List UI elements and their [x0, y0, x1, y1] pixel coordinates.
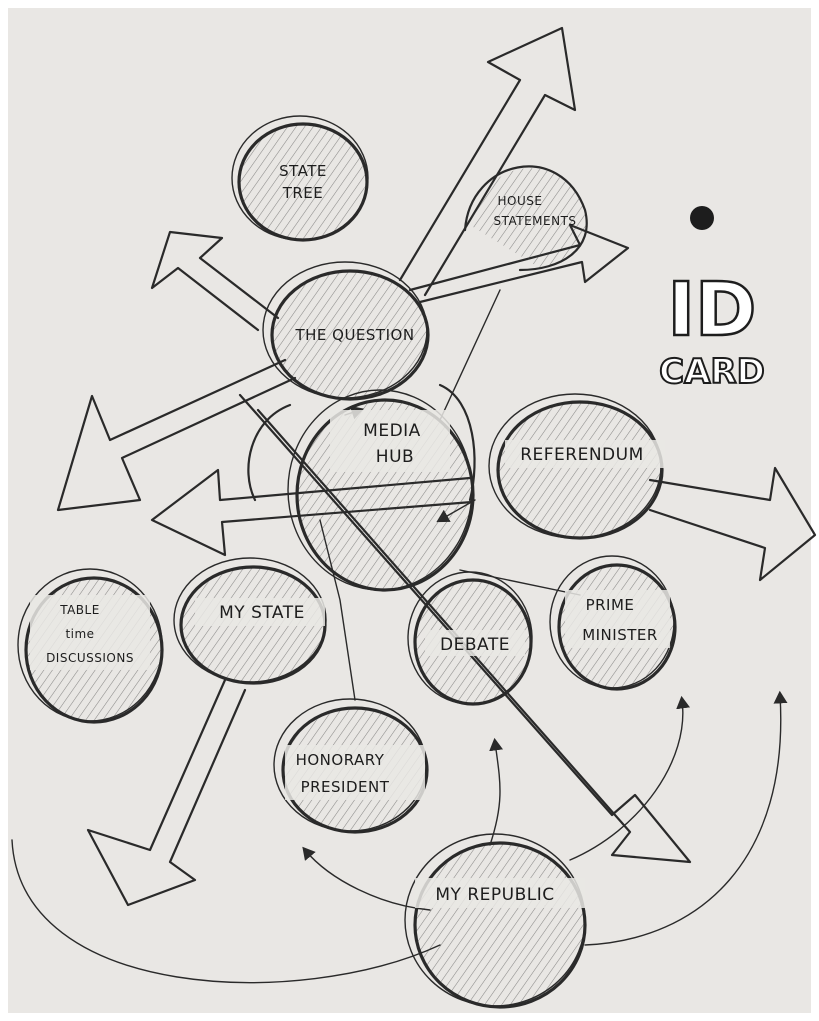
arrow-up-right — [398, 26, 577, 297]
logo-id-text: ID — [668, 267, 757, 353]
media-hub-label-line2: HUB — [376, 447, 414, 467]
state-tree-label-line2: TREE — [282, 184, 324, 202]
id-card-logo: ID CARD — [658, 206, 766, 393]
prime-minister-label-line2: MINISTER — [582, 626, 658, 644]
node-table-time-discussions: TABLE time DISCUSSIONS — [17, 568, 164, 724]
debate-label: DEBATE — [440, 635, 510, 655]
state-tree-label-line1: STATE — [279, 162, 327, 180]
honorary-president-label-line1: HONORARY — [296, 751, 385, 769]
logo-card-text: CARD — [659, 352, 765, 392]
node-debate: DEBATE — [407, 571, 533, 706]
node-honorary-president: HONORARY PRESIDENT — [273, 698, 429, 834]
node-media-hub: MEDIA HUB — [287, 389, 475, 592]
the-question-label: THE QUESTION — [294, 326, 414, 344]
honorary-president-label-line2: PRESIDENT — [301, 778, 390, 796]
table-time-label-line1: TABLE — [59, 603, 100, 617]
house-statements-label-line1: HOUSE — [498, 194, 543, 208]
outward-arrows — [56, 26, 817, 907]
table-time-label-line3: DISCUSSIONS — [46, 651, 134, 665]
referendum-label: REFERENDUM — [520, 445, 644, 465]
node-my-republic: MY REPUBLIC — [404, 833, 587, 1009]
node-referendum: REFERENDUM — [488, 393, 665, 540]
arrow-left-middle — [150, 468, 474, 557]
node-house-statements: HOUSE STATEMENTS — [463, 165, 588, 272]
my-republic-label: MY REPUBLIC — [435, 885, 554, 905]
arrow-up-left — [150, 230, 280, 332]
node-prime-minister: PRIME MINISTER — [549, 555, 677, 691]
node-state-tree: STATE TREE — [231, 115, 369, 242]
table-time-label-line2: time — [65, 627, 94, 641]
arrow-down-left — [86, 678, 247, 907]
node-my-state: MY STATE — [173, 557, 327, 685]
prime-minister-label-line1: PRIME — [586, 596, 635, 614]
media-hub-label-line1: MEDIA — [363, 421, 421, 441]
my-state-label: MY STATE — [219, 603, 305, 623]
house-statements-label-line2: STATEMENTS — [493, 214, 576, 228]
arrow-down-right — [238, 393, 692, 864]
node-the-question: THE QUESTION — [262, 261, 430, 401]
arrow-left — [56, 358, 297, 512]
logo-dot — [690, 206, 714, 230]
arrow-right — [648, 466, 817, 582]
